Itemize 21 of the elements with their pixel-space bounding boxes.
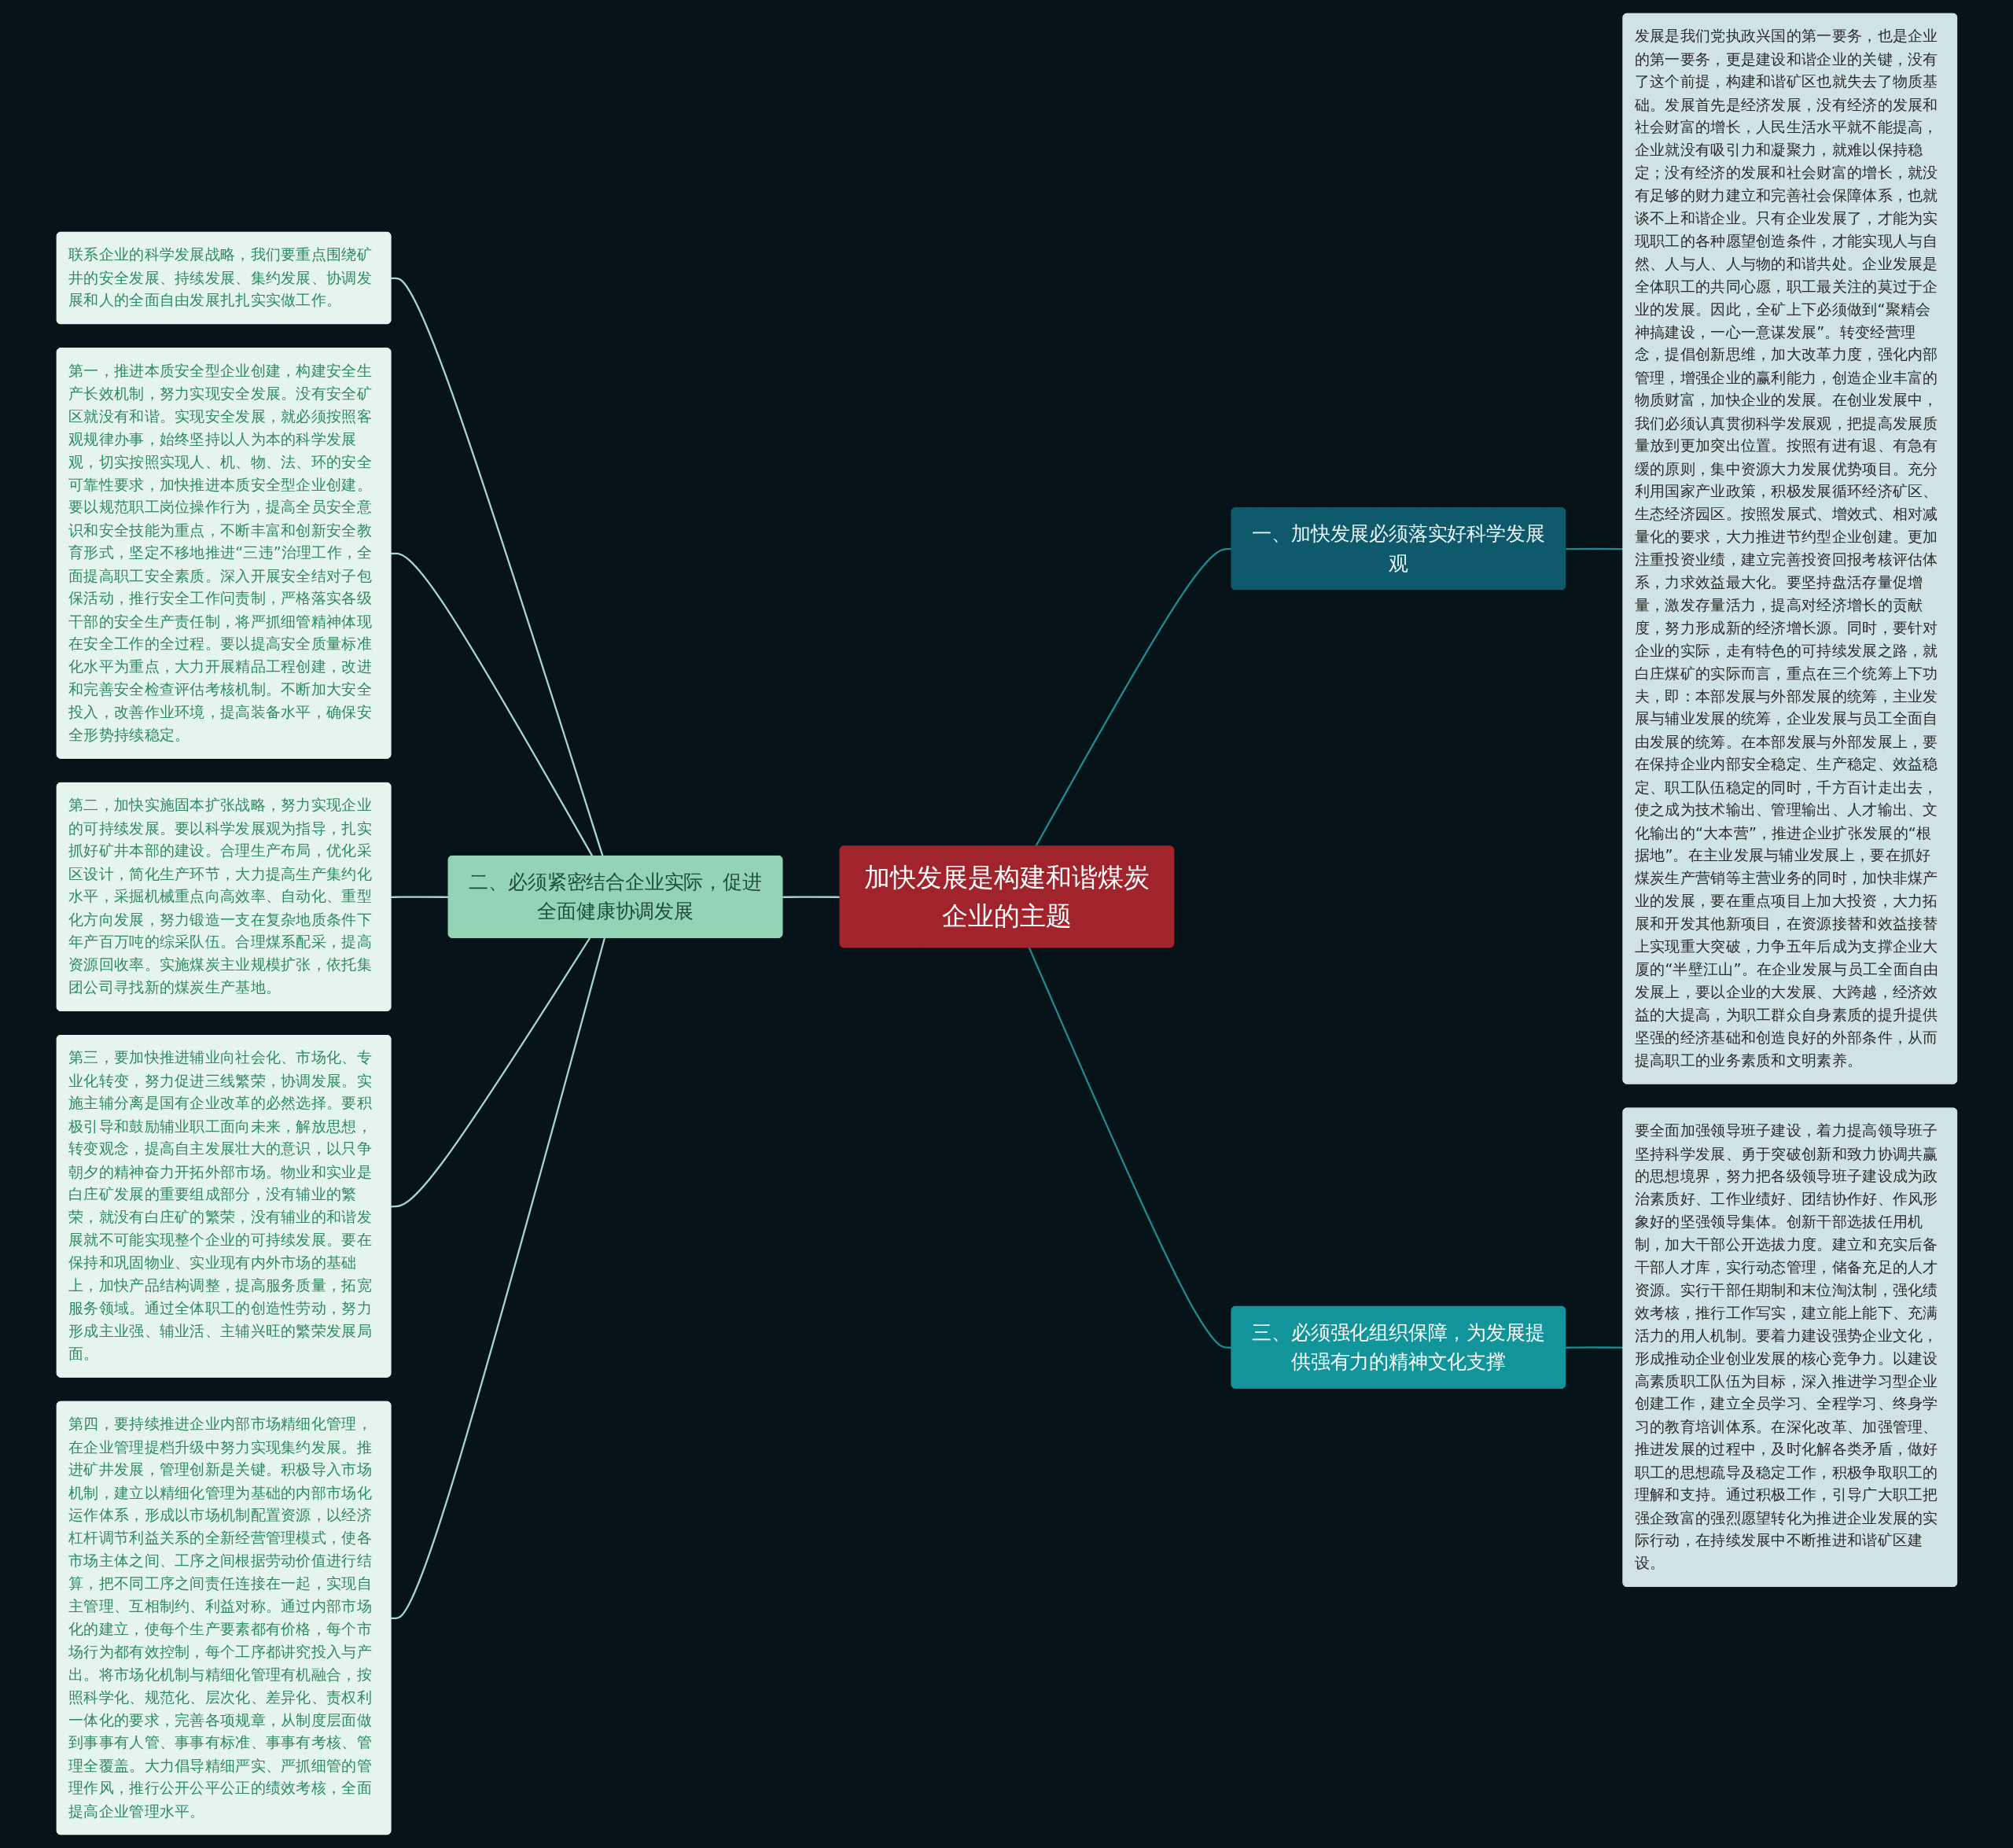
connector-line xyxy=(1028,947,1232,1349)
text-card: 要全面加强领导班子建设，着力提高领导班子坚持科学发展、勇于突破创新和致力协调共赢的思想境界，努力把各级领导班子建设成为政治素质好、工作业绩好、团结协作好、作风形象好的坚强领导集体。创新干部选拔任用机制，加大干部公开选拔力度。建立和充实后备干部人才库，实行动态管理，储备充足的人才资源。实行干部任期制和末位淘汰制，强化绩效考核，推行工作写实，建立能上能下、充满活力的用人机制。要着力建设强势企业文化，形成推动企业创业发展的核心竞争力。以建设高素质职工队伍为目标，深入推进学习型企业创建工作，建立全员学习、全程学习、终身学习的教育培训体系。在深化改革、加强管理、推进发展的过程中，及时化解各类矛盾，做好职工的思想疏导及稳定工作，积极争取职工的理解和支持。通过积极工作，引导广大职工把强企致富的强烈愿望转化为推进企业发展的实际行动，在持续发展中不断推进和谐矿区建设。 xyxy=(1622,1107,1957,1587)
connector-line xyxy=(1565,547,1624,550)
text-card: 第二，加快实施固本扩张战略，努力实现企业的可持续发展。要以科学发展观为指导，扎实抓好矿井本部的建设。合理生产布局，优化采区设计，简化生产环节，大力提高生产集约化水平，采掘机械重点向高效率、自动化、重型化方向发展，努力锻造一支在复杂地质条件下年产百万吨的综采队伍。合理煤系配采，提高资源回收率。实施煤炭主业规模扩张，依托集团公司寻找新的煤炭生产基地。 xyxy=(56,782,391,1011)
branch-box: 二、必须紧密结合企业实际，促进全面健康协调发展 xyxy=(447,856,782,938)
connector-line xyxy=(390,552,593,857)
text-card: 第四，要持续推进企业内部市场精细化管理，在企业管理提档升级中努力实现集约发展。推进矿井发展，管理创新是关键。积极导入市场机制，建立以精细化管理为基础的内部市场化运作体系，形成以市场机制配置资源，以经济杠杆调节利益关系的全新经营管理模式，使各市场主体之间、工序之间根据劳动价值进行结算，把不同工序之间责任连接在一起，实现自主管理、互相制约、利益对称。通过内部市场化的建立，使每个生产要素都有价格，每个市场行为都有效控制，每个工序都讲究投入与产出。将市场化机制与精细化管理有机融合，按照科学化、规范化、层次化、差异化、责权利一体化的要求，完善各项规章，从制度层面做到事事有人管、事事有标准、事事有考核、管理全覆盖。大力倡导精细严实、严抓细管的管理作风，推行公开公平公正的绩效考核，全面提高企业管理水平。 xyxy=(56,1401,391,1835)
text-card: 联系企业的科学发展战略，我们要重点围绕矿井的安全发展、持续发展、集约发展、协调发展和人的全面自由发展扎扎实实做工作。 xyxy=(56,231,391,325)
text-card: 发展是我们党执政兴国的第一要务，也是企业的第一要务，更是建设和谐企业的关键，没有了这个前提，构建和谐矿区也就失去了物质基础。发展首先是经济发展，没有经济的发展和社会财富的增长，人民生活水平就不能提高，企业就没有吸引力和凝聚力，就难以保持稳定；没有经济的发展和社会财富的增长，就没有足够的财力建立和完善社会保障体系，也就谈不上和谐企业。只有企业发展了，才能为实现职工的各种愿望创造条件，才能实现人与自然、人与人、人与物的和谐共处。企业发展是全体职工的共同心愿，职工最关注的莫过于企业的发展。因此，全矿上下必须做到“聚精会神搞建设，一心一意谋发展”。转变经营理念，提倡创新思维，加大改革力度，强化内部管理，增强企业的赢利能力，创造企业丰富的物质财富，加快企业的发展。在创业发展中，我们必须认真贯彻科学发展观，把提高发展质量放到更加突出位置。按照有进有退、有急有缓的原则，集中资源大力发展优势项目。充分利用国家产业政策，积极发展循环经济矿区、生态经济园区。按照发展式、增效式、相对减量化的要求，大力推进节约型企业创建。更加注重投资业绩，建立完善投资回报考核评估体系，力求效益最大化。要坚持盘活存量促增量，激发存量活力，提高对经济增长的贡献度，努力形成新的经济增长源。同时，要针对企业的实际，走有特色的可持续发展之路，就白庄煤矿的实际而言，重点在三个统筹上下功夫，即：本部发展与外部发展的统筹，主业发展与辅业发展的统筹，企业发展与员工全面自由发展的统筹。在本部发展与外部发展上，要在保持企业内部安全稳定、生产稳定、效益稳定、职工队伍稳定的同时，千方百计走出去，使之成为技术输出、管理输出、人才输出、文化输出的“大本营”，推进企业扩张发展的“根据地”。在主业发展与辅业发展上，要在抓好煤炭生产营销等主营业务的同时，加快非煤产业的发展，要在重点项目上加大投资，大力拓展和开发其他新项目，在资源接替和效益接替上实现重大突破，力争五年后成为支撑企业大厦的“半壁江山”。在企业发展与员工全面自由发展上，要以企业的大发展、大跨越，经济效益的大提高，为职工群众自身素质的提升提供坚强的经济基础和创造良好的外部条件，从而提高职工的业务素质和文明素养。 xyxy=(1622,13,1957,1084)
text-card: 第一，推进本质安全型企业创建，构建安全生产长效机制，努力实现安全发展。没有安全矿区就没有和谐。实现安全发展，就必须按照客观规律办事，始终坚持以人为本的科学发展观，切实按照实现人、机、物、法、环的安全可靠性要求，加快推进本质安全型企业创建。要以规范职工岗位操作行为，提高全员安全意识和安全技能为重点，不断丰富和创新安全教育形式，坚定不移地推进“三违”治理工作，全面提高职工安全素质。深入开展安全结对子包保活动，推行安全工作问责制，严格落实各级干部的安全生产责任制，将严抓细管精神体现在安全工作的全过程。要以提高安全质量标准化水平为重点，大力开展精品工程创建，改进和完善安全检查评估考核机制。不断加大安全投入，改善作业环境，提高装备水平，确保安全形势持续稳定。 xyxy=(56,348,391,759)
connector-line xyxy=(390,277,604,857)
connector-line xyxy=(782,896,841,898)
branch-box: 三、必须强化组织保障，为发展提供强有力的精神文化支撑 xyxy=(1231,1305,1566,1389)
connector-line xyxy=(1565,1346,1624,1349)
central-topic-box: 加快发展是构建和谐煤炭企业的主题 xyxy=(839,845,1174,948)
connector-line xyxy=(390,896,449,898)
text-card: 第三，要加快推进辅业向社会化、市场化、专业化转变，努力促进三线繁荣，协调发展。实施主辅分离是国有企业改革的必然选择。要积极引导和鼓励辅业职工面向未来，解放思想，转变观念，提高自主发展壮大的意识，以只争朝夕的精神奋力开拓外部市场。物业和实业是白庄矿发展的重要组成部分，没有辅业的繁荣，就没有白庄矿的繁荣，没有辅业的和谐发展就不可能实现整个企业的可持续发展。要在保持和巩固物业、实业现有内外市场的基础上，加快产品结构调整，提高服务质量，拓宽服务领域。通过全体职工的创造性劳动，努力形成主业强、辅业活、主辅兴旺的繁荣发展局面。 xyxy=(56,1035,391,1378)
connector-line xyxy=(1034,547,1232,848)
connector-line xyxy=(390,937,605,1620)
connector-line xyxy=(390,937,591,1208)
branch-box: 一、加快发展必须落实好科学发展观 xyxy=(1231,507,1566,591)
